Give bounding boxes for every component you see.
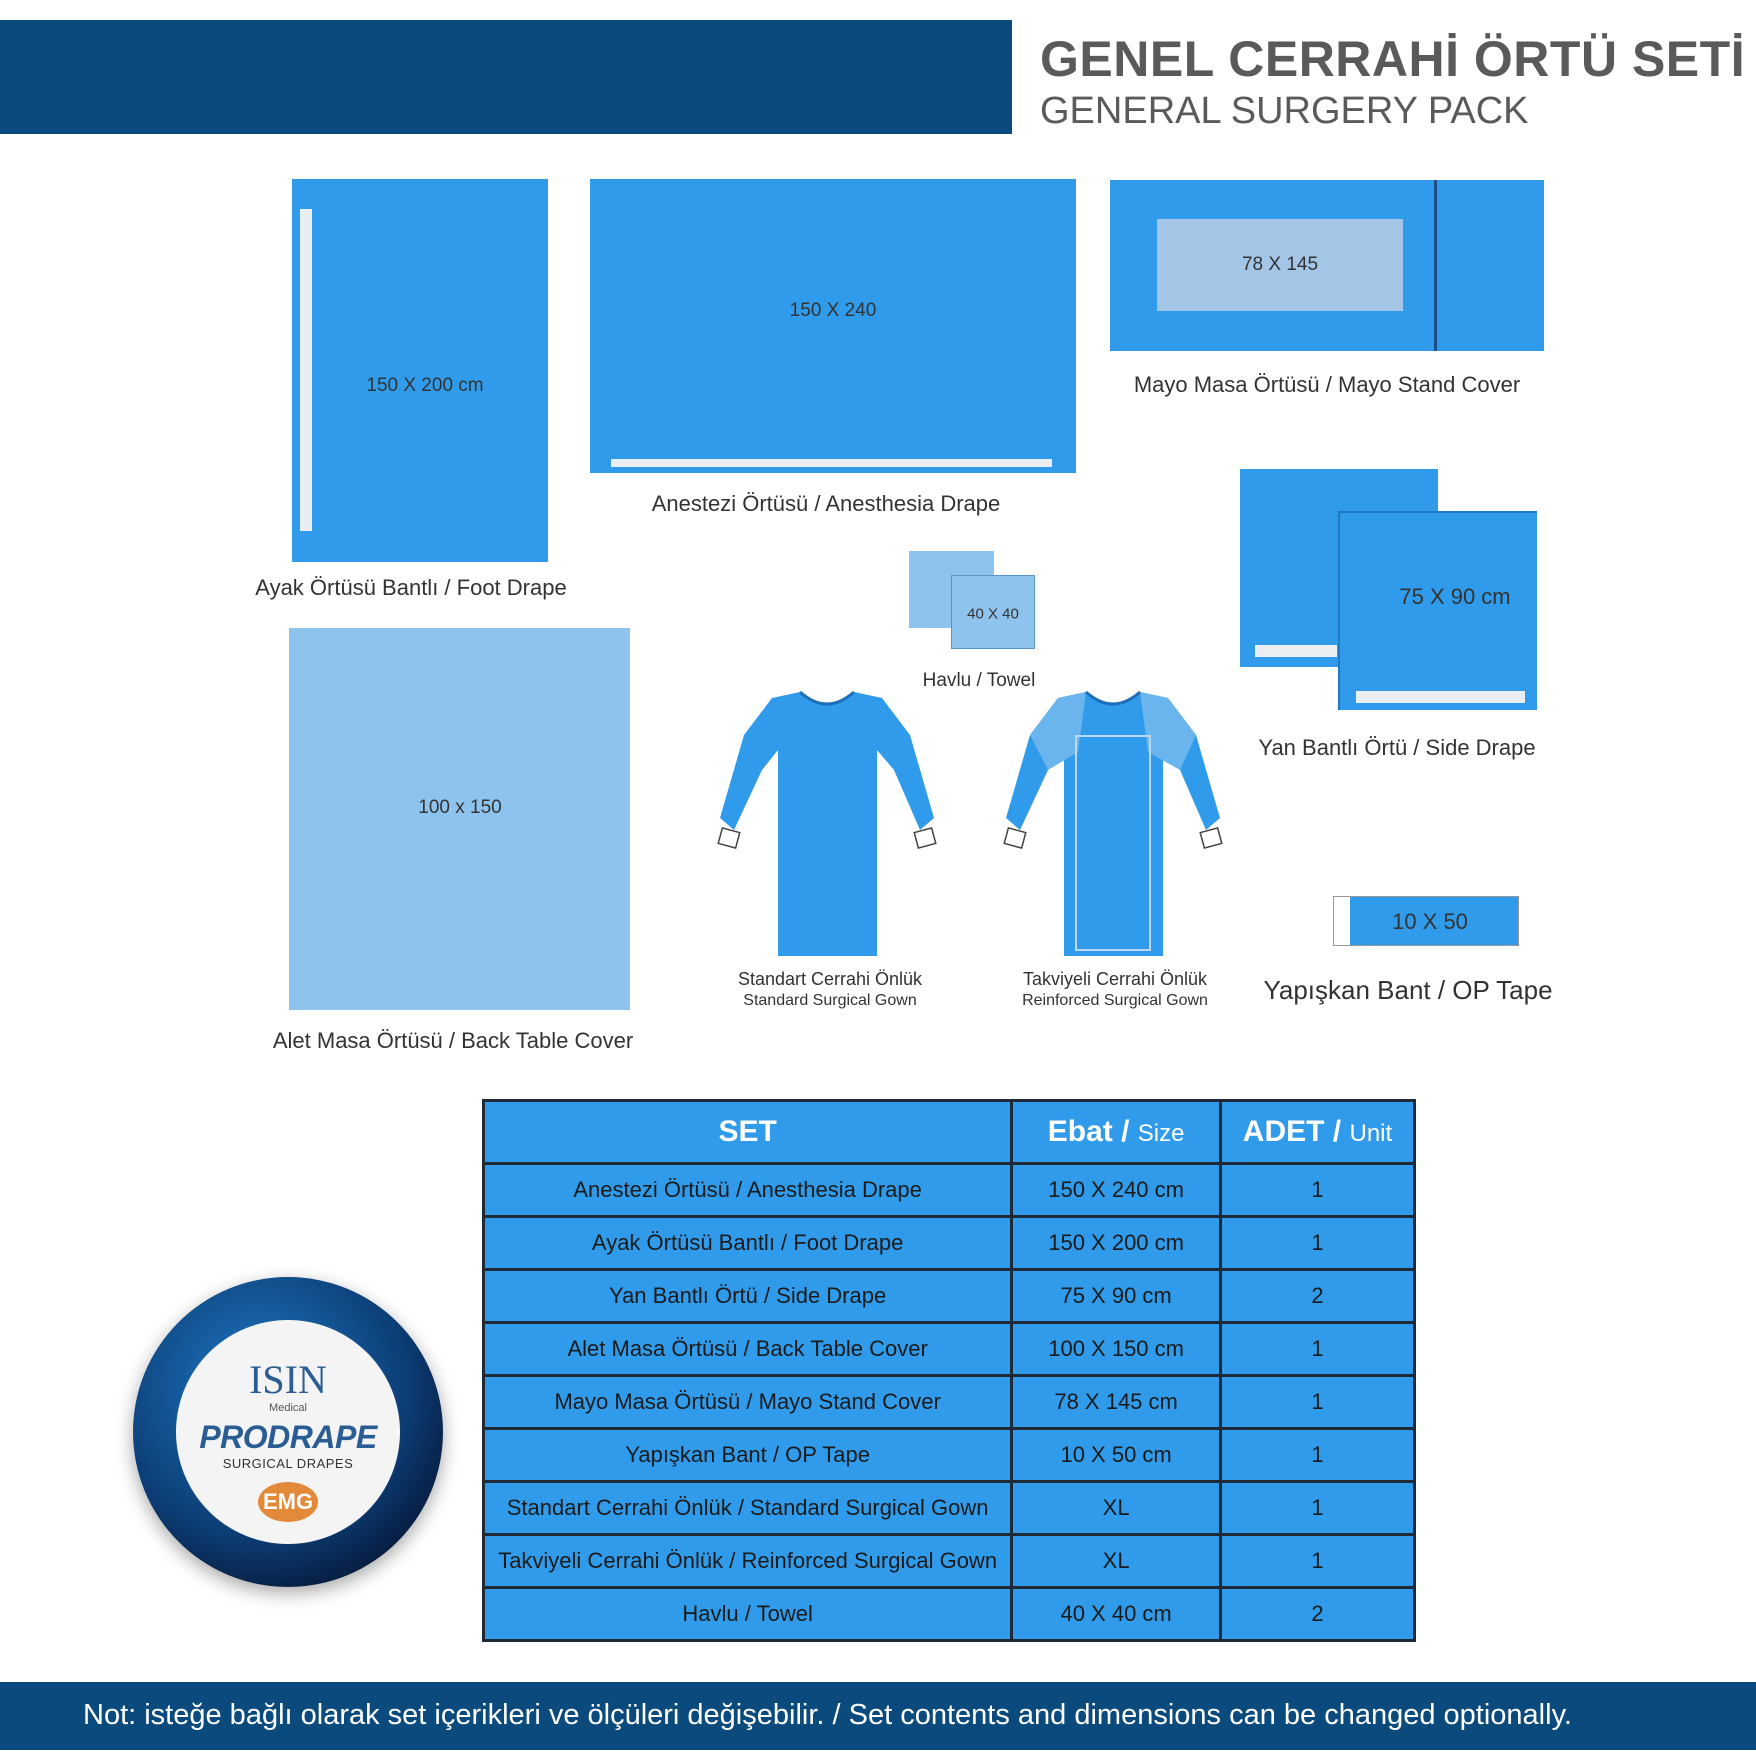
page-subtitle: GENERAL SURGERY PACK [1040,90,1529,132]
col-header-unit: ADET / Unit [1218,1099,1417,1165]
op-tape-illustration: 10 X 50 [1333,896,1519,946]
anesthesia-drape-size: 150 X 240 [789,300,877,321]
reinforced-gown-caption-en: Reinforced Surgical Gown [1022,992,1208,1009]
back-table-size: 100 x 150 [418,797,502,818]
col-header-set: SET [481,1099,1014,1165]
product-sub: SURGICAL DRAPES [222,1456,354,1471]
brand-sub: Medical [269,1402,307,1414]
reinforced-gown-caption-tr: Takviyeli Cerrahi Önlük [1022,969,1208,989]
foot-drape-size: 150 X 200 cm [366,375,484,396]
header-bar [0,20,1012,134]
page-title: GENEL CERRAHİ ÖRTÜ SETİ [1040,31,1746,87]
col-header-size: Ebat / Size [1010,1099,1222,1165]
footer-bar: Not: isteğe bağlı olarak set içerikleri … [0,1682,1756,1750]
foot-drape-caption: Ayak Örtüsü Bantlı / Foot Drape [255,575,567,600]
table-header-row: SET Ebat / Size ADET / Unit [481,1099,1417,1165]
mayo-stand-size: 78 X 145 [1241,254,1319,275]
towel-illustration: 40 X 40 [909,551,1037,651]
product-name: PRODRAPE [199,1419,377,1455]
mayo-stand-caption: Mayo Masa Örtüsü / Mayo Stand Cover [1133,372,1521,397]
towel-caption: Havlu / Towel [922,670,1036,691]
standard-gown-caption-tr: Standart Cerrahi Önlük [737,969,923,989]
brand-name: ISIN [249,1357,327,1402]
foot-drape-illustration: 150 X 200 cm [292,179,548,562]
standard-gown-illustration [717,690,937,956]
table-row: Standart Cerrahi Önlük / Standard Surgic… [481,1480,1417,1536]
table-row: Takviyeli Cerrahi Önlük / Reinforced Sur… [481,1533,1417,1589]
anesthesia-drape-caption: Anestezi Örtüsü / Anesthesia Drape [651,491,1001,516]
side-drape-illustration: 75 X 90 cm [1240,469,1540,713]
op-tape-size: 10 X 50 [1392,909,1468,934]
reinforced-gown-illustration [1003,690,1223,956]
side-drape-size: 75 X 90 cm [1399,584,1511,609]
spec-table: SET Ebat / Size ADET / Unit Anestezi Ört… [481,1099,1417,1642]
standard-gown-caption: Standart Cerrahi Önlük Standard Surgical… [738,969,922,1011]
back-table-caption: Alet Masa Örtüsü / Back Table Cover [272,1028,634,1053]
op-tape-caption: Yapışkan Bant / OP Tape [1263,975,1553,1005]
reinforced-gown-caption: Takviyeli Cerrahi Önlük Reinforced Surgi… [1022,969,1208,1011]
footer-note: Not: isteğe bağlı olarak set içerikleri … [83,1699,1572,1731]
emg-logo-icon: EMG [258,1482,318,1522]
side-drape-caption: Yan Bantlı Örtü / Side Drape [1258,735,1536,760]
anesthesia-drape-illustration: 150 X 240 [590,179,1076,473]
standard-gown-caption-en: Standard Surgical Gown [743,992,917,1009]
brand-logo-badge: ISIN Medical PRODRAPE SURGICAL DRAPES EM… [133,1277,443,1587]
mayo-stand-illustration: 78 X 145 [1110,180,1544,351]
back-table-illustration: 100 x 150 [289,628,630,1010]
towel-size: 40 X 40 [967,605,1019,623]
